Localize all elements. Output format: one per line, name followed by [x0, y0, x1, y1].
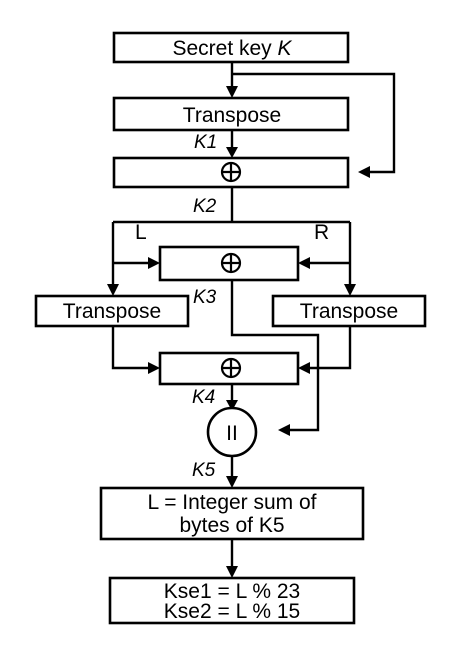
xor-top-box: [112, 156, 350, 189]
xor-bottom-box: [158, 351, 300, 386]
k2-label: K2: [193, 196, 217, 217]
xor-icon: [220, 252, 242, 274]
wire-tl-to-xor3: [111, 326, 150, 370]
concat-node: II: [206, 406, 258, 458]
k3-label: K3: [193, 287, 217, 308]
left-label: L: [135, 221, 147, 244]
arrowhead: [226, 476, 238, 488]
arrowhead: [107, 284, 119, 296]
secret-key-box: Secret key K: [112, 31, 350, 64]
transpose-top-box: Transpose: [112, 96, 350, 132]
arrowhead: [226, 400, 238, 411]
k5-label: K5: [192, 460, 216, 481]
arrowhead: [148, 362, 160, 374]
arrowhead: [226, 566, 238, 578]
connectors: [107, 62, 396, 578]
transpose-right-box: Transpose: [271, 294, 427, 328]
arrowhead: [226, 147, 238, 158]
secret-key-symbol: K: [278, 37, 293, 60]
transpose-left-label: Transpose: [63, 300, 161, 323]
transpose-left-box: Transpose: [34, 294, 190, 328]
k4-label: K4: [192, 387, 215, 408]
integer-sum-line1: L = Integer sum of: [147, 491, 316, 514]
k1-label: K1: [194, 132, 217, 153]
xor-icon: [220, 357, 242, 379]
svg-text:Secret key K: Secret key K: [172, 37, 292, 60]
wire-tr-to-xor3: [310, 326, 352, 370]
xor-icon: [220, 161, 242, 183]
kse-line2: Kse2 = L % 15: [164, 600, 300, 623]
transpose-right-label: Transpose: [300, 300, 398, 323]
arrowhead: [358, 166, 370, 178]
secret-key-label: Secret key: [172, 37, 277, 60]
integer-sum-box: L = Integer sum of bytes of K5: [99, 486, 365, 541]
arrowhead: [298, 257, 310, 269]
arrowhead: [344, 284, 356, 296]
arrowhead: [278, 424, 290, 436]
arrowhead: [226, 86, 238, 98]
wire-key-bypass: [232, 72, 396, 174]
concat-symbol: II: [226, 422, 238, 445]
arrowhead: [148, 257, 160, 269]
kse-line1: Kse1 = L % 23: [164, 580, 300, 603]
integer-sum-line2: bytes of K5: [179, 514, 284, 537]
xor-middle-box: [158, 245, 300, 282]
kse-box: Kse1 = L % 23 Kse2 = L % 15: [108, 576, 356, 625]
arrowhead: [298, 362, 310, 374]
wire-k3: [230, 280, 320, 432]
right-label: R: [314, 221, 329, 244]
transpose-top-label: Transpose: [183, 104, 281, 127]
